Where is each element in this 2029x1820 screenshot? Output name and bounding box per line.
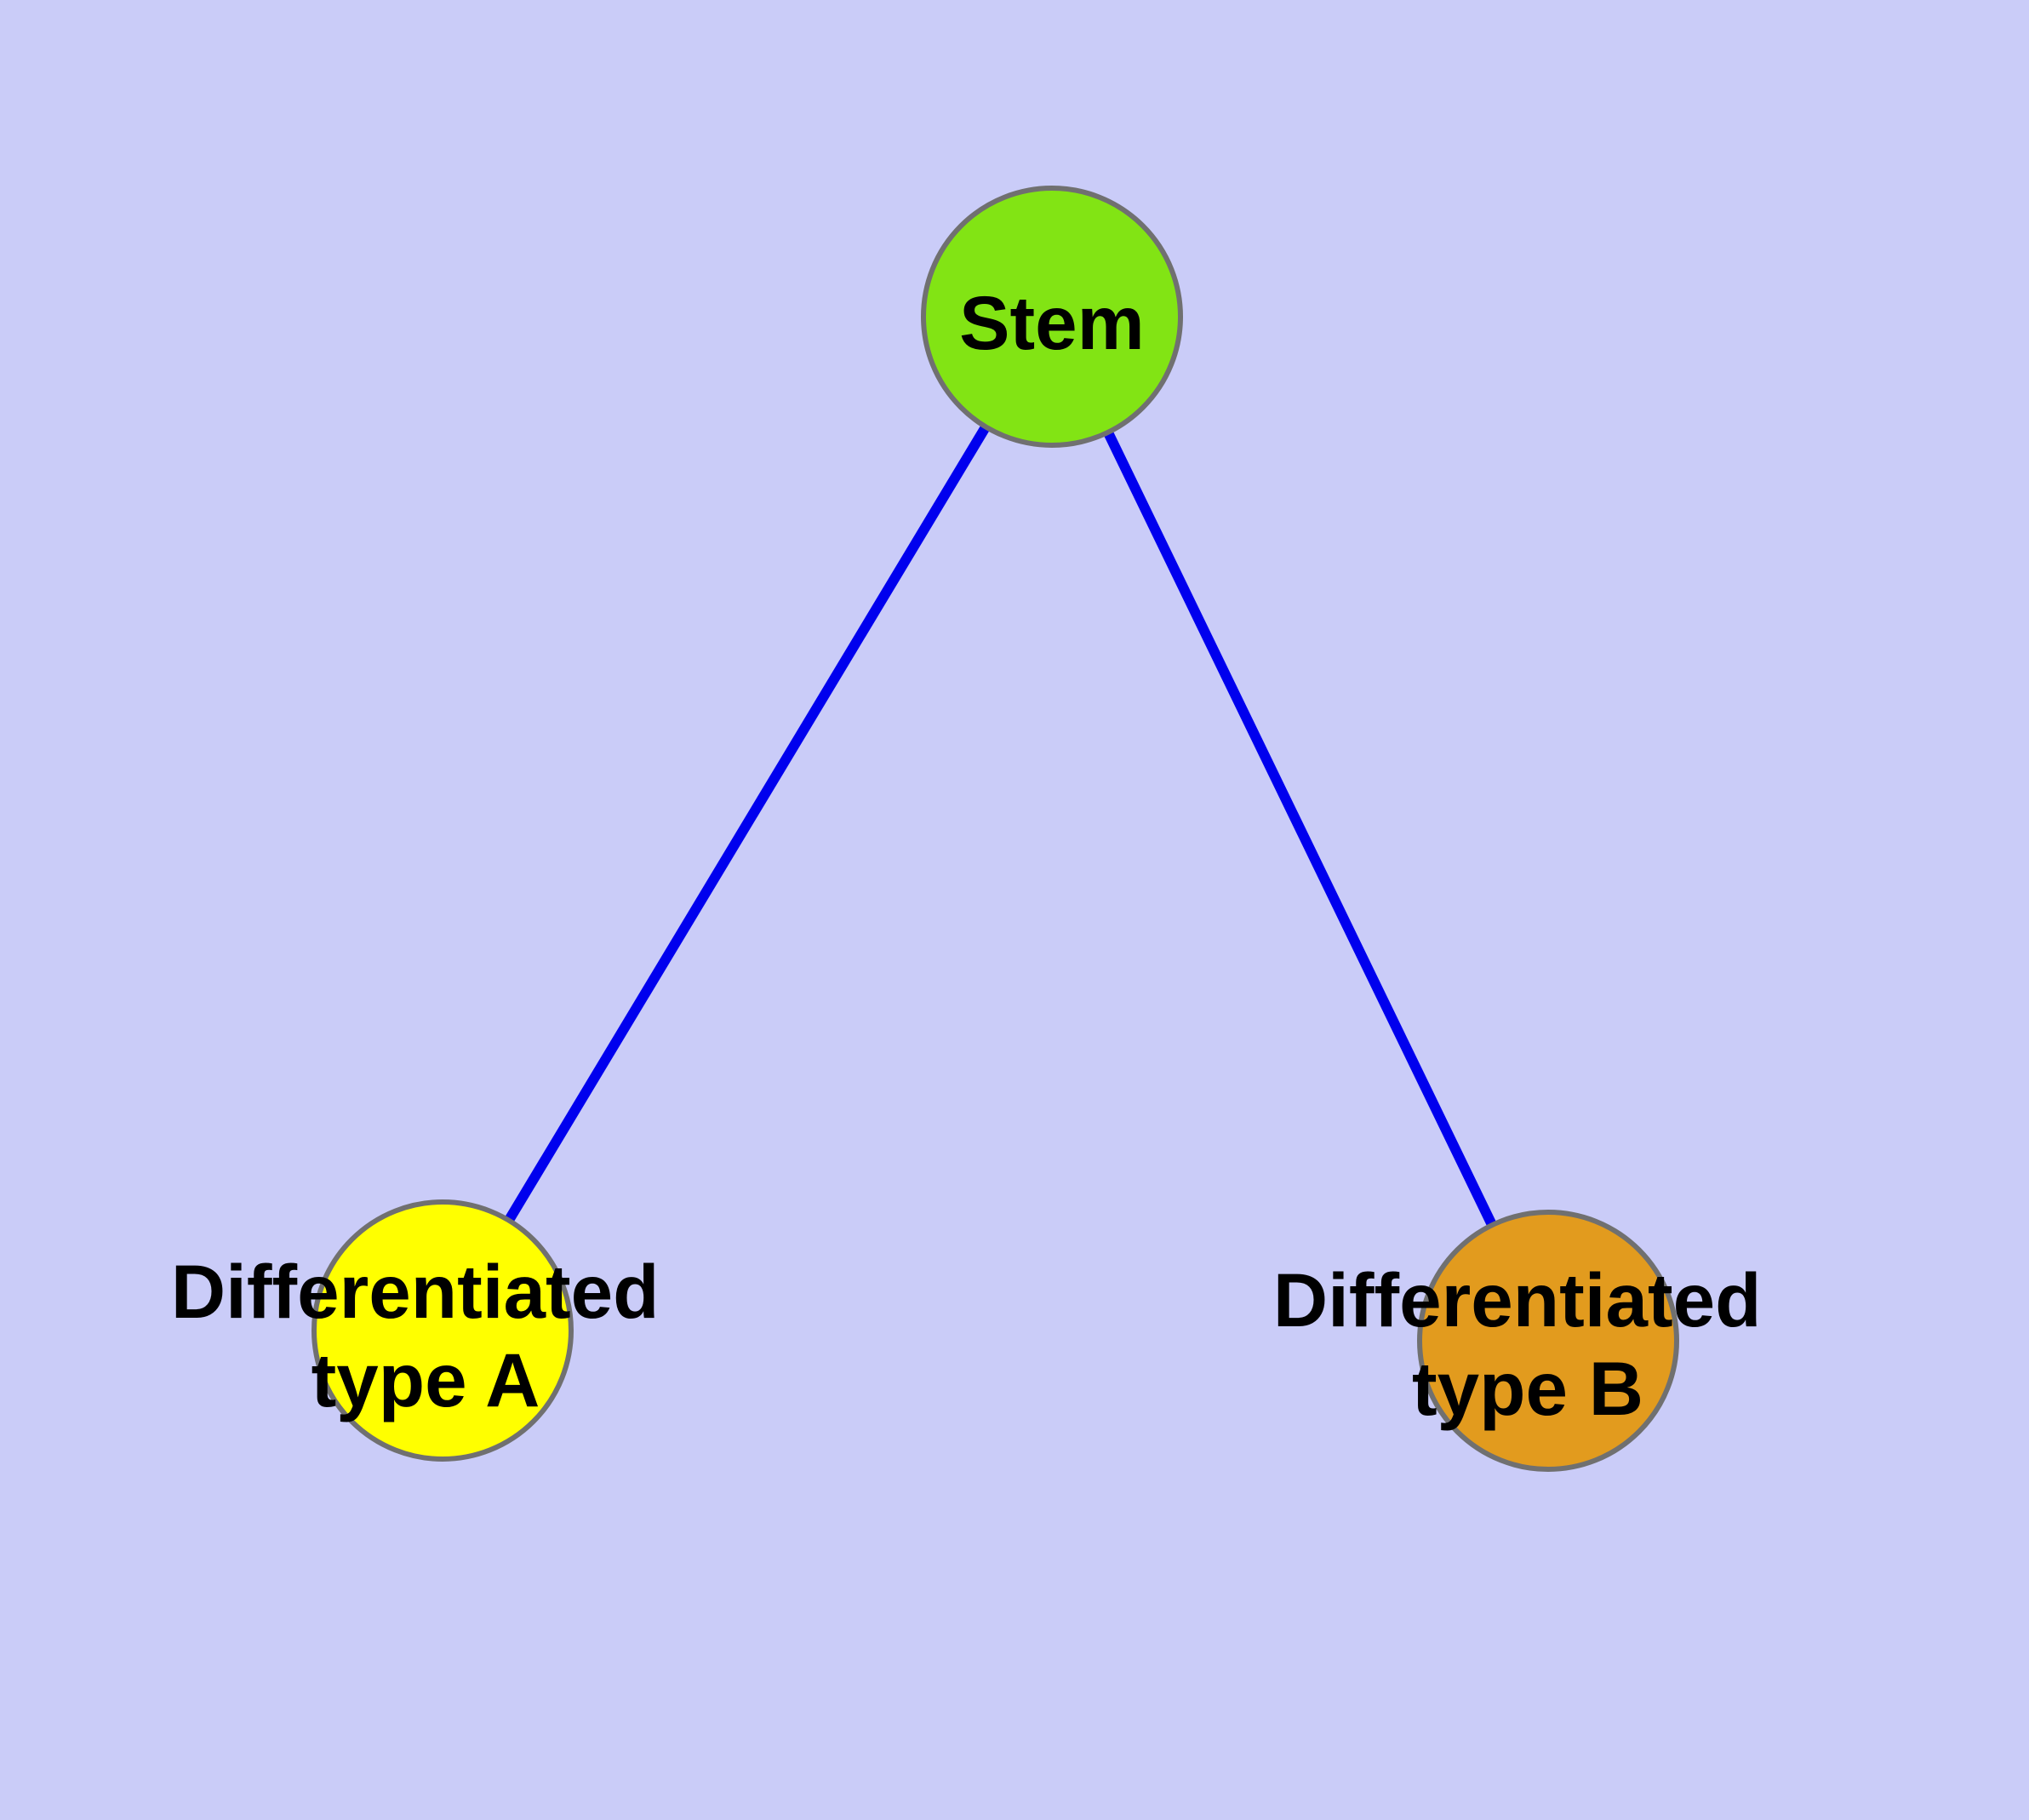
edge-stem-to-type-b bbox=[1047, 314, 1553, 1343]
node-type-b-label: Differentiated type B bbox=[1273, 1257, 1782, 1431]
node-type-a-label-line2: type A bbox=[311, 1337, 540, 1422]
node-differentiated-type-a[interactable] bbox=[311, 1199, 574, 1462]
node-type-a-label: Differentiated type A bbox=[171, 1249, 680, 1422]
edge-stem-to-type-a bbox=[437, 313, 1057, 1334]
node-type-b-label-line1: Differentiated bbox=[1273, 1257, 1762, 1342]
node-stem-label: Stem bbox=[959, 280, 1145, 365]
node-stem[interactable] bbox=[921, 186, 1183, 448]
node-type-b-label-line2: type B bbox=[1412, 1346, 1643, 1431]
node-type-a-label-line1: Differentiated bbox=[171, 1249, 660, 1334]
node-differentiated-type-b[interactable] bbox=[1417, 1210, 1679, 1472]
